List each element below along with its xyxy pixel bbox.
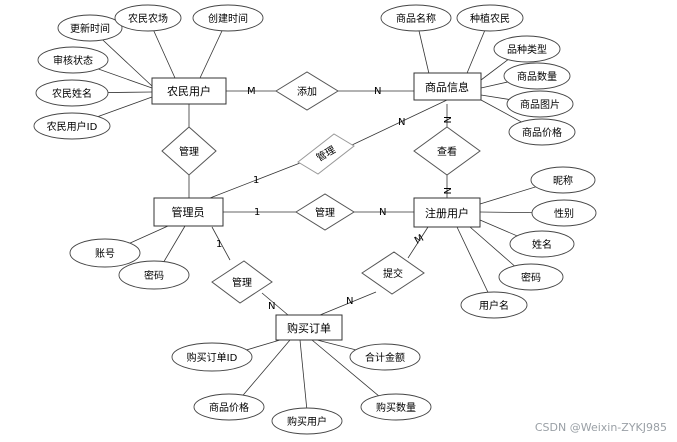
relation-manage-farmer: 管理 [161, 126, 217, 176]
relation-submit: 提交 [361, 251, 425, 295]
attr-product-farmer: 种植农民 [456, 4, 524, 32]
svg-text:姓名: 姓名 [532, 238, 552, 251]
svg-text:用户名: 用户名 [479, 299, 509, 312]
attr-farmer-audit-status: 审核状态 [37, 46, 109, 74]
relation-view: 查看 [413, 126, 481, 176]
card-view-user: N [441, 187, 452, 194]
card-user-submit: M [413, 233, 426, 247]
cardinality-labels: M N 1 N N N 1 N 1 N M N [216, 86, 452, 312]
entity-label: 农民用户 [167, 84, 211, 98]
svg-text:购买用户: 购买用户 [287, 415, 327, 428]
card-submit-order: N [346, 296, 353, 307]
attr-order-buyer: 购买用户 [271, 407, 343, 435]
svg-text:密码: 密码 [521, 271, 541, 284]
card-admin-manage-user: 1 [254, 207, 260, 218]
svg-text:农民姓名: 农民姓名 [52, 87, 92, 100]
attr-user-nickname: 昵称 [530, 166, 596, 194]
svg-text:商品价格: 商品价格 [522, 126, 562, 139]
attr-user-gender: 性别 [531, 199, 597, 227]
attr-order-total: 合计金额 [349, 343, 421, 371]
attr-farmer-farm: 农民农场 [114, 4, 182, 32]
relation-edges [188, 90, 448, 316]
card-add-product: N [374, 86, 381, 97]
entity-label: 注册用户 [425, 206, 469, 220]
relation-label: 管理 [315, 206, 335, 219]
svg-text:密码: 密码 [144, 269, 164, 282]
svg-text:商品数量: 商品数量 [517, 70, 557, 83]
entity-label: 管理员 [172, 205, 205, 219]
svg-text:昵称: 昵称 [553, 174, 573, 187]
attr-farmer-name: 农民姓名 [35, 79, 109, 107]
card-manage-product-product: N [398, 117, 405, 128]
entity-product: 商品信息 [413, 72, 482, 101]
svg-text:商品图片: 商品图片 [520, 98, 560, 111]
svg-text:账号: 账号 [95, 248, 115, 260]
svg-text:更新时间: 更新时间 [70, 22, 110, 35]
attr-product-image: 商品图片 [506, 90, 574, 118]
entity-user: 注册用户 [413, 197, 481, 228]
attr-user-username: 用户名 [460, 291, 528, 319]
svg-text:农民农场: 农民农场 [128, 12, 168, 25]
attr-order-quantity: 购买数量 [360, 393, 432, 421]
attr-user-realname: 姓名 [509, 230, 575, 258]
relation-manage-user: 管理 [295, 193, 355, 231]
relation-label: 管理 [179, 145, 199, 158]
svg-text:种植农民: 种植农民 [470, 12, 510, 25]
relation-manage-product: 管理 [297, 133, 355, 175]
card-manage-user-user: N [379, 207, 386, 218]
card-farmer-add: M [247, 86, 256, 97]
attr-farmer-create-time: 创建时间 [192, 4, 264, 32]
entity-label: 购买订单 [287, 321, 331, 335]
watermark: CSDN @Weixin-ZYKJ985 [534, 421, 667, 434]
attr-admin-password: 密码 [118, 260, 190, 290]
svg-text:商品名称: 商品名称 [396, 12, 436, 25]
svg-text:商品价格: 商品价格 [209, 401, 249, 414]
relation-label: 管理 [232, 276, 252, 289]
card-admin-manage-order: 1 [216, 239, 222, 250]
relation-manage-order: 管理 [211, 260, 273, 304]
relation-label: 查看 [437, 145, 457, 158]
entity-order: 购买订单 [275, 314, 343, 341]
svg-text:性别: 性别 [554, 207, 574, 220]
attr-farmer-id: 农民用户ID [33, 112, 111, 140]
svg-text:购买数量: 购买数量 [376, 401, 416, 414]
relation-add: 添加 [275, 71, 339, 111]
svg-text:品种类型: 品种类型 [507, 43, 547, 56]
svg-text:创建时间: 创建时间 [208, 12, 248, 25]
attr-admin-account: 账号 [69, 238, 141, 268]
attr-user-password: 密码 [498, 263, 564, 291]
svg-text:农民用户ID: 农民用户ID [47, 120, 98, 133]
attr-product-price: 商品价格 [508, 118, 576, 146]
attr-product-quantity: 商品数量 [503, 62, 571, 90]
attr-product-name: 商品名称 [380, 4, 452, 32]
relation-label: 提交 [383, 267, 403, 280]
entity-admin: 管理员 [153, 197, 224, 227]
entity-farmer: 农民用户 [151, 77, 227, 105]
svg-text:购买订单ID: 购买订单ID [187, 351, 238, 364]
entity-label: 商品信息 [425, 80, 469, 94]
card-admin-manage-product: 1 [253, 175, 259, 186]
attr-order-id: 购买订单ID [171, 342, 253, 372]
svg-text:合计金额: 合计金额 [365, 351, 405, 364]
relation-label: 添加 [297, 85, 317, 98]
attr-order-price: 商品价格 [193, 393, 265, 421]
attr-product-variety: 品种类型 [493, 35, 561, 63]
card-manage-order-order: N [268, 301, 275, 312]
svg-text:审核状态: 审核状态 [53, 54, 93, 67]
attr-farmer-update-time: 更新时间 [57, 14, 123, 42]
card-product-view: N [441, 116, 452, 123]
